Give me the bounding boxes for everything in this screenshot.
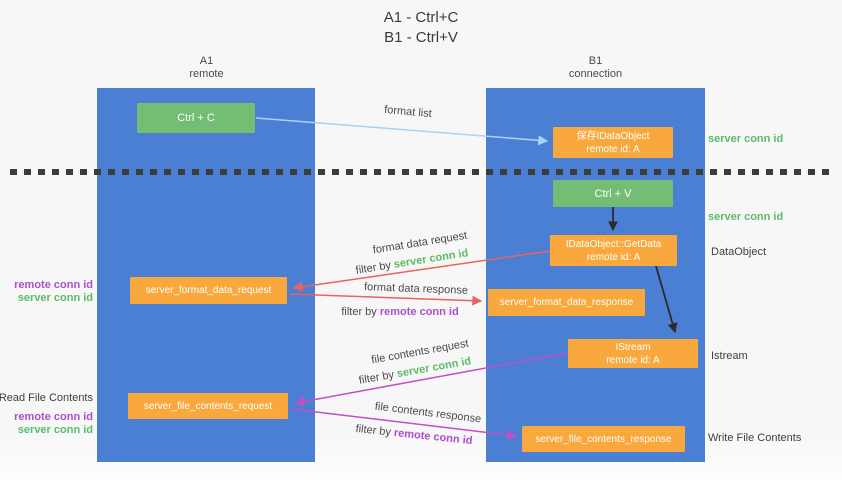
save-dataobject-line2: remote id: A xyxy=(586,143,640,155)
format-data-response-arrow xyxy=(288,293,483,306)
filter-by-text: filter by xyxy=(341,306,380,318)
column-header-a1: A1 remote xyxy=(97,55,316,81)
column-b1-role: connection xyxy=(568,68,623,80)
filter-by-remote-conn-id-label-1: filter by remote conn id xyxy=(341,306,458,318)
diagram-title: A1 - Ctrl+C B1 - Ctrl+V xyxy=(0,8,842,48)
getdata-to-istream-arrow xyxy=(655,265,678,334)
server-format-data-response-label: server_format_data_response xyxy=(499,297,634,308)
getdata-box: IDataObject::GetData remote id: A xyxy=(550,235,677,266)
read-file-contents-label: Read File Contents xyxy=(0,392,93,404)
server-conn-id-side-label-4: server conn id xyxy=(17,424,93,436)
istream-line2: remote id: A xyxy=(606,354,660,366)
server-format-data-request-label: server_format_data_request xyxy=(145,285,272,296)
remote-conn-id-text: remote conn id xyxy=(379,306,459,318)
format-list-arrow xyxy=(255,117,549,146)
column-a1-name: A1 xyxy=(199,55,214,67)
server-format-data-response-box: server_format_data_response xyxy=(488,289,645,316)
server-conn-id-side-label-1: server conn id xyxy=(708,133,784,145)
save-dataobject-line1: 保存IDataObject xyxy=(576,130,650,142)
getdata-line1: IDataObject::GetData xyxy=(565,238,662,250)
server-file-contents-response-label: server_file_contents_response xyxy=(535,433,672,445)
save-dataobject-box: 保存IDataObject remote id: A xyxy=(553,127,673,158)
server-conn-id-side-label-2: server conn id xyxy=(708,211,784,223)
title-line-2: B1 - Ctrl+V xyxy=(384,29,458,46)
server-format-data-request-box: server_format_data_request xyxy=(130,277,287,304)
format-data-request-arrow xyxy=(292,250,551,292)
phase-separator-dotted-line xyxy=(10,169,832,175)
ctrl-v-label: Ctrl + V xyxy=(594,187,632,200)
istream-line1: IStream xyxy=(615,341,651,353)
column-header-b1: B1 connection xyxy=(486,55,705,81)
ctrl-v-box: Ctrl + V xyxy=(553,180,673,207)
column-b1-name: B1 xyxy=(588,55,603,67)
file-contents-response-arrow xyxy=(290,408,518,440)
istream-box: IStream remote id: A xyxy=(568,339,698,368)
getdata-line2: remote id: A xyxy=(586,251,641,263)
title-line-1: A1 - Ctrl+C xyxy=(383,9,459,26)
istream-side-label: Istream xyxy=(711,350,748,362)
dataobject-side-label: DataObject xyxy=(711,246,767,258)
server-file-contents-request-label: server_file_contents_request xyxy=(143,400,273,412)
ctrl-c-label: Ctrl + C xyxy=(177,112,215,124)
write-file-contents-label: Write File Contents xyxy=(708,432,802,444)
file-contents-request-arrow xyxy=(294,352,568,407)
server-conn-id-side-label-3: server conn id xyxy=(17,292,93,304)
column-a1-role: remote xyxy=(189,68,224,80)
remote-conn-id-side-label-2: remote conn id xyxy=(14,411,93,423)
ctrl-c-box: Ctrl + C xyxy=(137,103,255,133)
remote-conn-id-side-label-1: remote conn id xyxy=(14,279,93,291)
server-file-contents-request-box: server_file_contents_request xyxy=(128,393,288,419)
server-file-contents-response-box: server_file_contents_response xyxy=(522,426,685,452)
